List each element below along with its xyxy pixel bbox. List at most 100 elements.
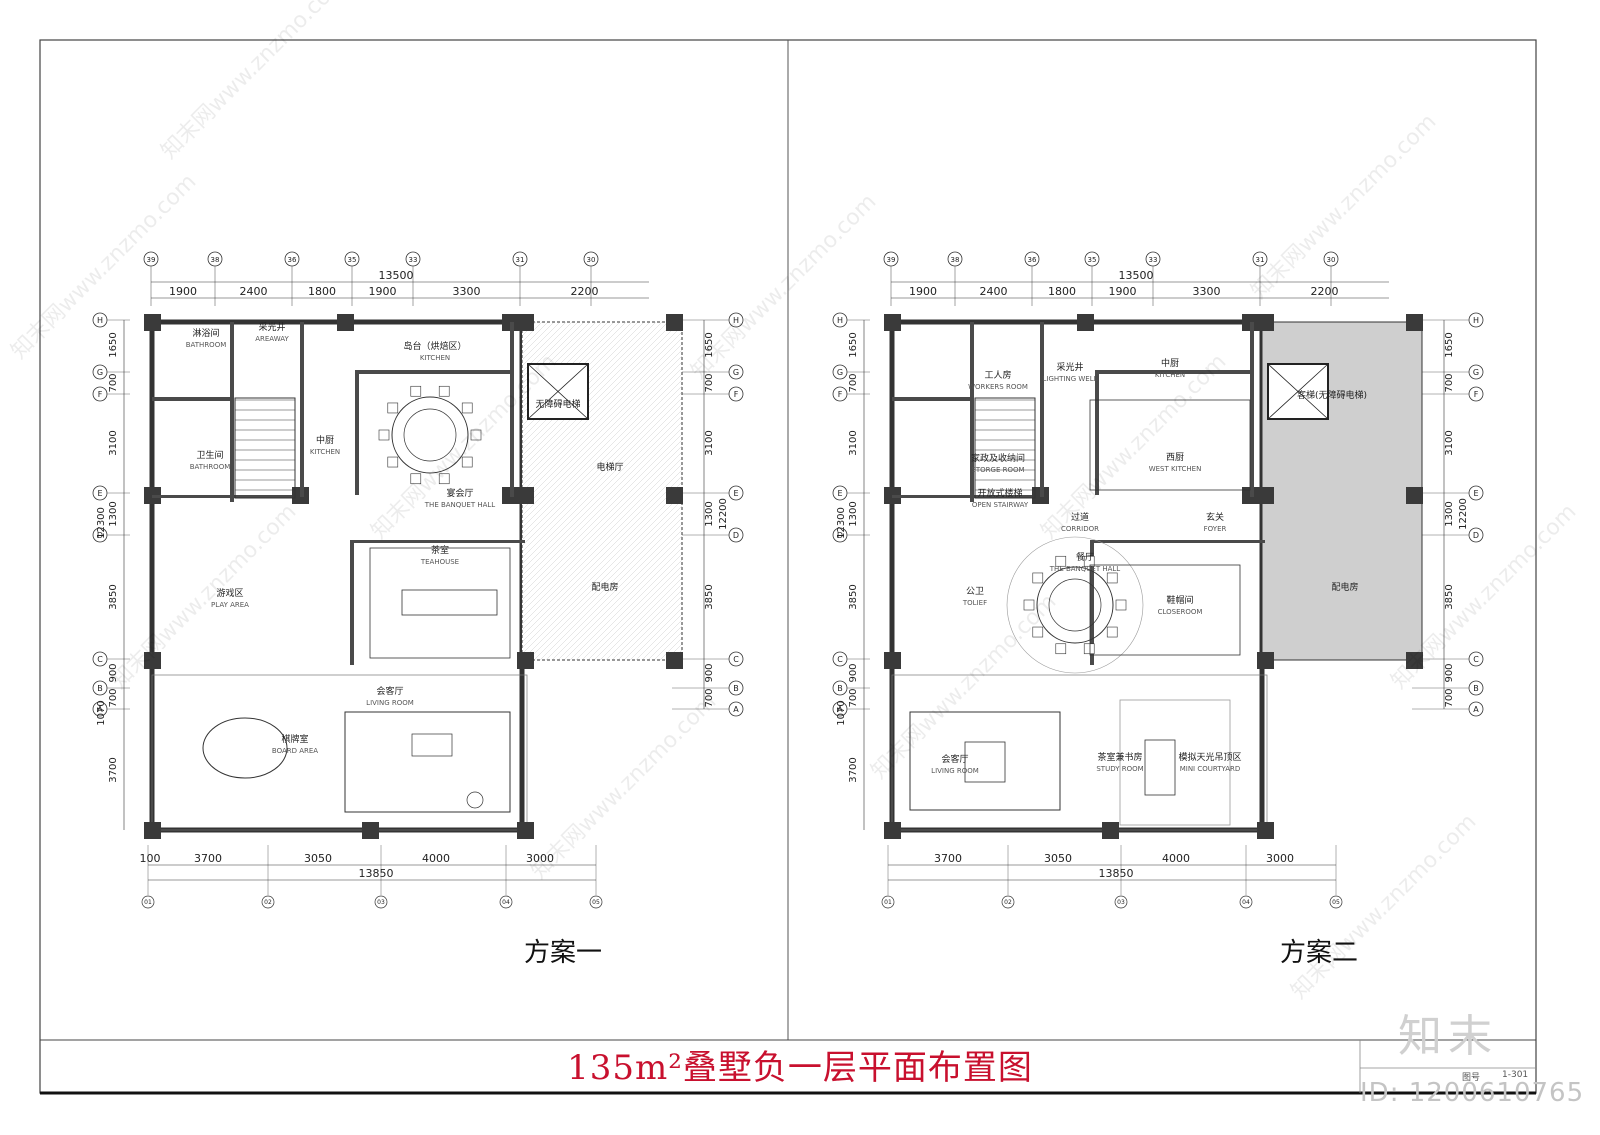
grid-label-bottom: 03 bbox=[377, 899, 385, 906]
column bbox=[1406, 652, 1423, 669]
grid-label-left: D bbox=[837, 531, 843, 540]
dim-left: 700 bbox=[848, 688, 859, 707]
grid-label-top: 35 bbox=[1088, 256, 1097, 264]
room-label-cn: 茶室 bbox=[431, 544, 449, 556]
dim-right: 700 bbox=[704, 688, 715, 707]
wall bbox=[1250, 322, 1254, 497]
dim-total-top: 13500 bbox=[1119, 269, 1154, 282]
dim-left: 700 bbox=[108, 373, 119, 392]
dining-chair bbox=[1023, 599, 1035, 611]
grid-bubble-bottom bbox=[499, 895, 513, 909]
living-zone bbox=[909, 711, 1061, 811]
grid-label-top: 39 bbox=[887, 256, 896, 264]
column bbox=[1257, 487, 1274, 504]
grid-label-left: C bbox=[97, 655, 103, 664]
dining-chair bbox=[1055, 643, 1067, 655]
room-label-cn: 客梯(无障碍电梯) bbox=[1297, 389, 1367, 401]
drawing-title: 135m²叠墅负一层平面布置图 bbox=[567, 1048, 1033, 1088]
grid-label-top: 36 bbox=[1028, 256, 1037, 264]
dining-chair bbox=[1032, 626, 1044, 638]
grid-label-right: A bbox=[733, 705, 739, 714]
grid-label-top: 30 bbox=[1327, 256, 1336, 264]
dim-left: 1300 bbox=[848, 501, 859, 526]
elevator-x bbox=[527, 363, 589, 420]
dim-left: 1650 bbox=[848, 332, 859, 357]
column bbox=[144, 652, 161, 669]
room-label-en: TEAHOUSE bbox=[420, 558, 459, 566]
column bbox=[884, 652, 901, 669]
lower-zone bbox=[891, 674, 1268, 831]
wall bbox=[1090, 540, 1265, 543]
column bbox=[1406, 487, 1423, 504]
dining-chair bbox=[387, 402, 399, 414]
dim-bottom: 3050 bbox=[1044, 852, 1072, 865]
study-zone bbox=[1119, 699, 1231, 826]
grid-label-left: H bbox=[97, 316, 103, 325]
room-label-cn: 西厨 bbox=[1166, 452, 1184, 463]
dim-right: 700 bbox=[704, 373, 715, 392]
wall bbox=[510, 322, 514, 497]
grid-label-left: A bbox=[97, 705, 103, 714]
watermark: 知末网www.znzmo.com bbox=[7, 169, 202, 364]
room-label-cn: 岛台（烘焙区） bbox=[403, 340, 466, 352]
dining-chair bbox=[470, 429, 482, 441]
grid-label-left: G bbox=[97, 368, 103, 377]
room-label-cn: 采光井 bbox=[258, 321, 285, 333]
dining-chair bbox=[410, 385, 422, 397]
grid-label-bottom: 03 bbox=[1117, 899, 1125, 906]
room-label-en: STORGE ROOM bbox=[971, 466, 1024, 474]
grid-label-right: C bbox=[733, 655, 739, 664]
dim-bottom: 3000 bbox=[1266, 852, 1294, 865]
brand-logo: 知末 bbox=[1398, 1011, 1498, 1062]
dim-top: 2200 bbox=[1311, 285, 1339, 298]
dining-chair bbox=[1106, 626, 1118, 638]
grid-label-bottom: 04 bbox=[1242, 899, 1250, 906]
tea-table bbox=[401, 589, 498, 616]
room-label-en: KITCHEN bbox=[1155, 371, 1185, 379]
column bbox=[666, 652, 683, 669]
grid-bubble-bottom bbox=[1239, 895, 1253, 909]
wall bbox=[1090, 540, 1094, 665]
dining-chair bbox=[387, 456, 399, 468]
stair bbox=[974, 397, 1036, 499]
room-label-en: TOLIEF bbox=[962, 599, 987, 607]
wall bbox=[892, 495, 1032, 498]
wall bbox=[152, 495, 292, 498]
grid-label-right: A bbox=[1473, 705, 1479, 714]
grid-label-left: G bbox=[837, 368, 843, 377]
room-label-cn: 无障碍电梯 bbox=[535, 398, 580, 410]
grid-label-left: B bbox=[837, 684, 843, 693]
sofa-zone bbox=[344, 711, 511, 813]
dim-left-extra: 12300 bbox=[96, 507, 107, 539]
dim-right: 700 bbox=[1444, 373, 1455, 392]
room-label-en: STUDY ROOM bbox=[1096, 765, 1143, 773]
room-label-en: BATHROOM bbox=[190, 463, 231, 471]
column bbox=[884, 822, 901, 839]
grid-bubble-bottom bbox=[881, 895, 895, 909]
grid-label-right: E bbox=[733, 489, 738, 498]
room-label-en: FOYER bbox=[1204, 525, 1227, 533]
room-label-cn: 淋浴间 bbox=[192, 327, 219, 339]
west-kitchen-zone bbox=[1089, 399, 1251, 491]
grid-label-top: 35 bbox=[348, 256, 357, 264]
grid-label-left: A bbox=[837, 705, 843, 714]
dim-left: 3100 bbox=[848, 430, 859, 455]
room-label-cn: 玄关 bbox=[1206, 511, 1224, 523]
room-label-en: LIGHTING WELL bbox=[1042, 375, 1097, 383]
coffee-table bbox=[964, 741, 1006, 783]
dim-bottom: 3050 bbox=[304, 852, 332, 865]
grid-label-top: 38 bbox=[211, 256, 220, 264]
column bbox=[1257, 822, 1274, 839]
grid-label-left: H bbox=[837, 316, 843, 325]
column bbox=[517, 652, 534, 669]
side-table bbox=[466, 791, 484, 809]
lower-zone bbox=[151, 674, 528, 831]
round-table-inner bbox=[403, 408, 457, 462]
dim-right: 700 bbox=[1444, 688, 1455, 707]
room-label-cn: 采光井 bbox=[1056, 361, 1083, 373]
grid-label-bottom: 01 bbox=[144, 899, 152, 906]
dim-bottom: 100 bbox=[140, 852, 161, 865]
dining-chair bbox=[410, 473, 422, 485]
